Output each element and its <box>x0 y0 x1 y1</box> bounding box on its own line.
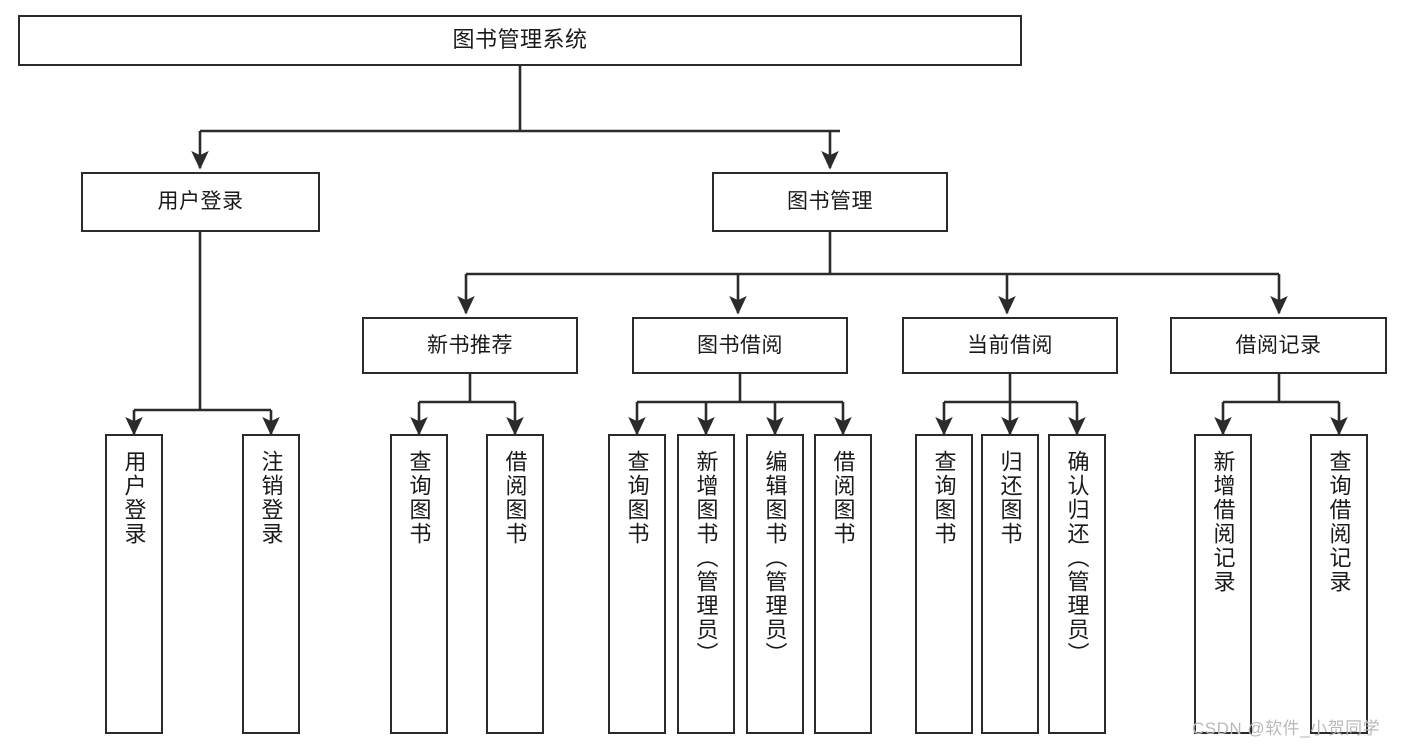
node-leaf-borrow-book-1[interactable]: 借阅图书 <box>486 434 544 734</box>
node-label: 新增图书（管理员） <box>693 450 719 666</box>
node-label: 查询图书 <box>931 450 957 546</box>
node-label: 当前借阅 <box>967 333 1053 357</box>
node-label: 新增借阅记录 <box>1210 450 1236 594</box>
node-borrow-record[interactable]: 借阅记录 <box>1170 317 1387 374</box>
node-leaf-query-book-3[interactable]: 查询图书 <box>915 434 973 734</box>
node-label: 新书推荐 <box>427 333 513 357</box>
node-current-borrow[interactable]: 当前借阅 <box>902 317 1118 374</box>
node-label: 借阅图书 <box>502 450 528 546</box>
node-label: 借阅图书 <box>830 450 856 546</box>
node-label: 查询借阅记录 <box>1326 450 1352 594</box>
node-book-manage[interactable]: 图书管理 <box>712 172 948 232</box>
node-leaf-add-borrow-record[interactable]: 新增借阅记录 <box>1194 434 1252 734</box>
node-label: 图书管理系统 <box>452 27 588 53</box>
csdn-watermark: CSDN @软件_小贺同学 <box>1192 719 1381 738</box>
node-label: 确认归还（管理员） <box>1064 450 1090 666</box>
node-label: 用户登录 <box>121 450 147 546</box>
node-label: 查询图书 <box>406 450 432 546</box>
node-label: 归还图书 <box>997 450 1023 546</box>
node-leaf-confirm-return[interactable]: 确认归还（管理员） <box>1048 434 1106 734</box>
node-label: 用户登录 <box>157 190 244 214</box>
node-leaf-borrow-book-2[interactable]: 借阅图书 <box>814 434 872 734</box>
node-leaf-logout-login[interactable]: 注销登录 <box>242 434 300 734</box>
node-leaf-query-book-2[interactable]: 查询图书 <box>608 434 666 734</box>
node-book-borrow[interactable]: 图书借阅 <box>632 317 848 374</box>
node-label: 图书管理 <box>787 190 873 214</box>
node-label: 借阅记录 <box>1235 333 1322 357</box>
node-user-login[interactable]: 用户登录 <box>81 172 320 232</box>
node-label: 查询图书 <box>624 450 650 546</box>
node-leaf-add-book[interactable]: 新增图书（管理员） <box>677 434 735 734</box>
node-leaf-return-book[interactable]: 归还图书 <box>981 434 1039 734</box>
node-label: 编辑图书（管理员） <box>762 450 788 666</box>
node-root-system[interactable]: 图书管理系统 <box>18 15 1022 66</box>
node-label: 注销登录 <box>258 450 284 546</box>
node-leaf-query-book-1[interactable]: 查询图书 <box>390 434 448 734</box>
node-leaf-user-login[interactable]: 用户登录 <box>105 434 163 734</box>
node-label: 图书借阅 <box>697 333 783 357</box>
node-leaf-query-borrow-record[interactable]: 查询借阅记录 <box>1310 434 1368 734</box>
node-leaf-edit-book[interactable]: 编辑图书（管理员） <box>746 434 804 734</box>
node-new-book-recommend[interactable]: 新书推荐 <box>362 317 578 374</box>
